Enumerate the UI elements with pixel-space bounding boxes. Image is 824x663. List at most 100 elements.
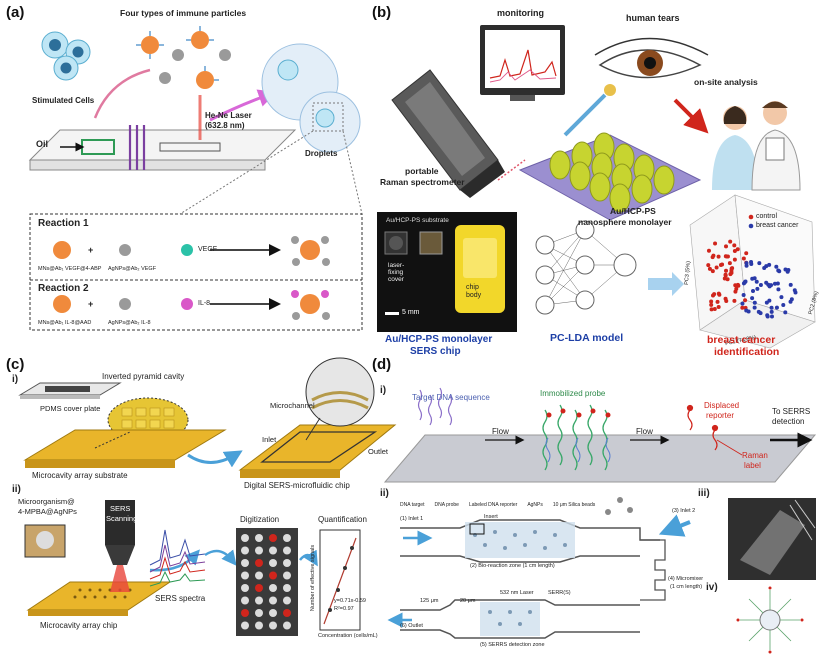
- scatter-point-cancer: [752, 300, 757, 305]
- legend-item: AgNPs: [527, 502, 543, 508]
- scatter-point-control: [728, 239, 733, 244]
- scatter-point-control: [709, 302, 714, 307]
- scatter-point-control: [711, 293, 716, 298]
- immobilized-probes: [542, 404, 611, 471]
- scatter-point-control: [743, 298, 748, 303]
- monitor: [480, 25, 565, 101]
- width-20-label: 20 μm: [460, 598, 476, 604]
- insert-label: Insert: [484, 514, 498, 520]
- microorganism-label-2: 4-MPBA@AgNPs: [18, 507, 77, 516]
- pc-lda-network: [535, 220, 637, 315]
- fit-equation: y=0.71x-0.59: [334, 598, 366, 604]
- scatter-point-control: [724, 244, 729, 249]
- outlet-label: Outlet: [368, 447, 389, 456]
- digitization-cell: [255, 621, 263, 630]
- scatter-point-control: [714, 265, 719, 270]
- scatter-point-control: [716, 291, 721, 296]
- array-substrate-label: Microcavity array substrate: [32, 471, 128, 480]
- micromixer-label-2: (1 cm length): [670, 584, 703, 590]
- quant-x-label: Concentration (cells/mL): [318, 633, 378, 639]
- scatter-point-cancer: [740, 301, 745, 306]
- panel-d-sub-i: i): [380, 385, 387, 396]
- pipette: [563, 84, 616, 137]
- scatter-point-cancer: [769, 309, 774, 314]
- scatter-point-control: [716, 304, 721, 309]
- nanosphere-monolayer: [518, 132, 702, 221]
- scatter-point-cancer: [772, 281, 777, 286]
- panel-d-sub-ii: ii): [380, 488, 389, 499]
- scatter-point-cancer: [751, 289, 756, 294]
- scatter-point-cancer: [788, 282, 793, 287]
- scatter-point-control: [735, 247, 740, 252]
- scatter-point-control: [715, 299, 720, 304]
- reaction-2-left: MNs@Ab₁ IL-8@AAD: [38, 320, 92, 326]
- sers-spectra: [149, 529, 206, 587]
- scatter-points: [706, 239, 798, 319]
- digital-chip-label: Digital SERS-microfluidic chip: [244, 481, 350, 490]
- scatter-point-control: [718, 263, 723, 268]
- chip-body-label: chip body: [466, 284, 482, 299]
- droplets-label: Droplets: [305, 149, 338, 158]
- outlet-label: (6) Outlet: [400, 623, 423, 629]
- digital-chip: [238, 357, 397, 478]
- digitization-cell: [283, 584, 291, 592]
- microchannel-label: Microchannel: [270, 401, 315, 410]
- scatter-point-cancer: [756, 309, 761, 314]
- scatter-point-control: [712, 306, 717, 311]
- digitization-cell: [269, 584, 277, 592]
- raman-label-2: label: [744, 461, 761, 470]
- scatter-point-control: [724, 268, 729, 273]
- laser-wavelength: (632.8 nm): [205, 121, 245, 130]
- scatter-point-cancer: [767, 284, 772, 289]
- reaction-box: [29, 213, 363, 331]
- scatter-point-control: [716, 254, 721, 259]
- radial-probe-diagram: [736, 586, 804, 654]
- scatter-point-control: [729, 270, 734, 275]
- droplets: [179, 43, 363, 215]
- pclda-label: PC-LDA model: [550, 332, 624, 344]
- scatter-point-cancer: [752, 305, 757, 310]
- legend-item: 10 μm Silica beads: [552, 502, 596, 508]
- digitization-grid: [236, 528, 298, 636]
- digitization-cell: [241, 584, 249, 592]
- scatter-point-cancer: [777, 269, 782, 274]
- digitization-label: Digitization: [240, 515, 280, 524]
- legend-item: Labeled DNA reporter: [468, 502, 518, 508]
- digitization-cell: [255, 609, 263, 617]
- microfluidic-schematic: [387, 497, 691, 639]
- digitization-cell: [255, 571, 263, 580]
- quantification-plot: [319, 529, 361, 631]
- scatter-point-cancer: [758, 282, 763, 287]
- digitization-cell: [283, 609, 291, 617]
- scatter-point-cancer: [750, 276, 755, 281]
- digitization-cell: [269, 621, 277, 630]
- scatter-point-control: [732, 298, 737, 303]
- scatter-point-control: [732, 257, 737, 262]
- digitization-cell: [283, 596, 291, 605]
- scatter-point-cancer: [746, 309, 751, 314]
- reaction-2-label: Reaction 2: [38, 283, 89, 294]
- scatter-point-cancer: [774, 264, 779, 269]
- scatter-point-cancer: [769, 305, 774, 310]
- immobilized-label: Immobilized probe: [540, 389, 606, 398]
- scatter-point-cancer: [775, 281, 780, 286]
- array-chip-label: Microcavity array chip: [40, 621, 118, 630]
- scatter-point-control: [724, 299, 729, 304]
- oil-label: Oil: [36, 139, 49, 149]
- scatter-point-control: [741, 256, 746, 261]
- substrate-label: Au/HCP-PS substrate: [386, 217, 449, 224]
- digitization-cell: [255, 546, 263, 555]
- scale-label: 5 mm: [402, 309, 420, 316]
- scatter-point-cancer: [764, 264, 769, 269]
- target-dna-label: Target DNA sequence: [412, 393, 490, 402]
- legend-cancer: breast cancer: [756, 222, 799, 229]
- stimulated-cells: [41, 31, 91, 81]
- pdms-plate: [18, 382, 122, 399]
- scatter-point-control: [744, 251, 749, 256]
- eye-icon: [594, 37, 709, 79]
- inlet-1-label: (1) Inlet 1: [400, 516, 424, 522]
